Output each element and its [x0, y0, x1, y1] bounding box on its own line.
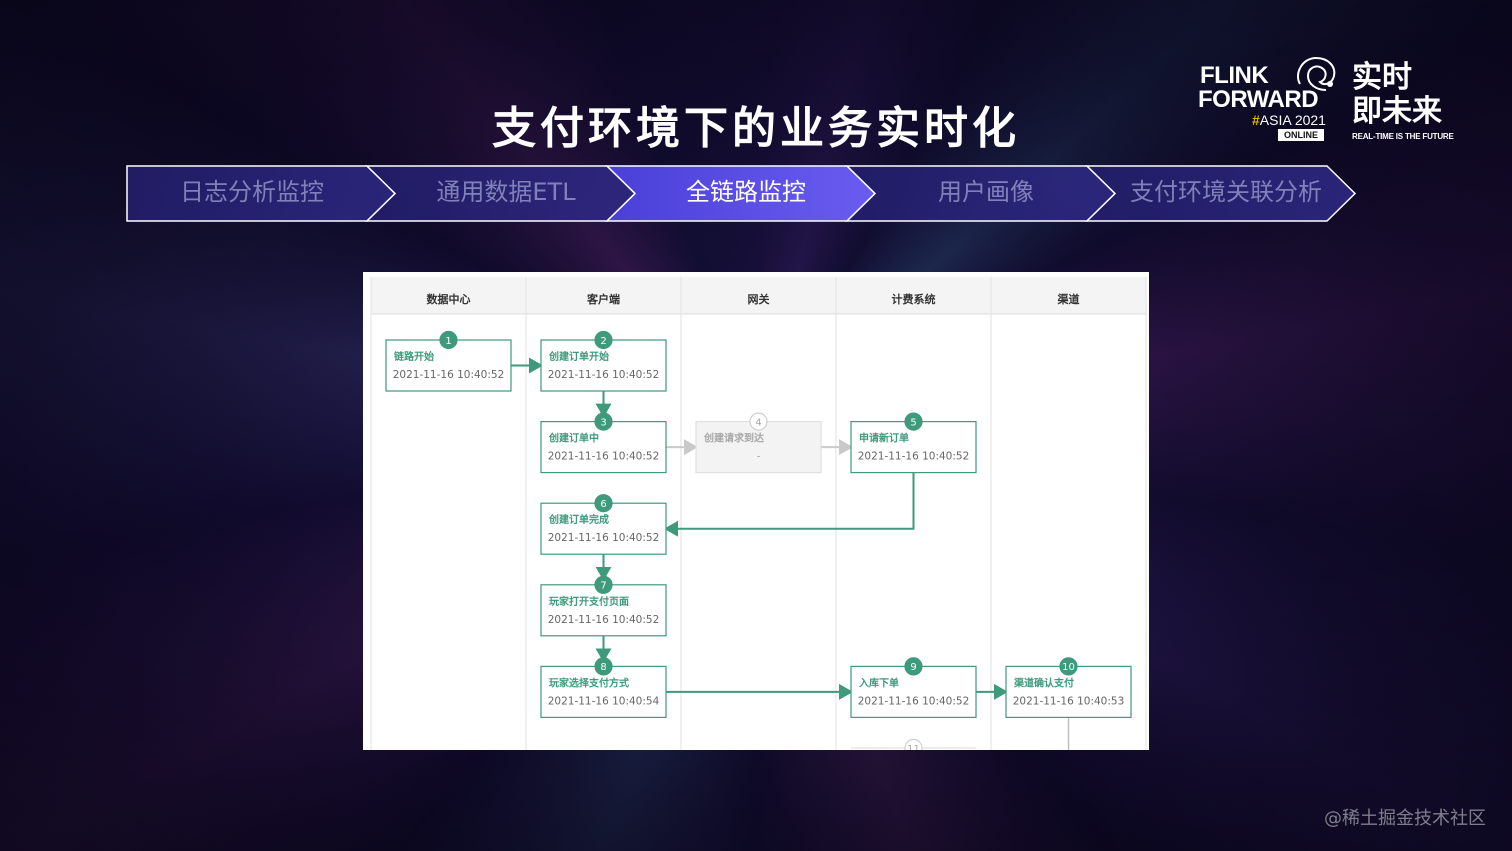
logo-flink: FLINK	[1200, 62, 1269, 89]
trace-node-4[interactable]: 创建请求到达 - 4	[695, 412, 822, 474]
logo-hash: #	[1252, 112, 1260, 128]
trace-node-badge	[594, 575, 613, 594]
trace-node-badge	[904, 657, 923, 676]
logo-tagline: REAL-TIME IS THE FUTURE	[1352, 132, 1454, 141]
trace-node-11[interactable]: 11	[851, 738, 976, 751]
trace-node-badge	[594, 494, 613, 513]
trace-node-10[interactable]: 渠道确认支付 2021-11-16 10:40:53 10	[1005, 657, 1132, 718]
step-label-2[interactable]: 通用数据ETL	[436, 178, 576, 206]
swimlane-header-2: 客户端	[586, 292, 620, 306]
trace-node-number: 1	[445, 336, 451, 347]
trace-node-number: 3	[600, 417, 606, 428]
step-label-4[interactable]: 用户画像	[938, 178, 1034, 206]
trace-node-time: 2021-11-16 10:40:52	[858, 451, 970, 463]
trace-node-title: 创建订单完成	[548, 513, 609, 526]
trace-node-number: 11	[907, 744, 920, 750]
trace-node-8[interactable]: 玩家选择支付方式 2021-11-16 10:40:54 8	[540, 657, 667, 718]
trace-node-7[interactable]: 玩家打开支付页面 2021-11-16 10:40:52 7	[540, 575, 667, 637]
trace-node-badge	[594, 412, 613, 431]
logo-asia: #ASIA 2021	[1252, 112, 1326, 128]
trace-node-number: 9	[910, 662, 916, 673]
trace-node-number: 10	[1062, 662, 1075, 673]
trace-node-time: 2021-11-16 10:40:52	[393, 369, 505, 381]
trace-node-title: 链路开始	[393, 350, 434, 363]
logo-slogan-line2: 即未来	[1352, 94, 1442, 129]
trace-node-title: 渠道确认支付	[1013, 676, 1074, 689]
trace-node-time: 2021-11-16 10:40:54	[548, 695, 660, 707]
swimlane-header-1: 数据中心	[427, 292, 471, 306]
step-label-3[interactable]: 全链路监控	[686, 178, 806, 206]
logo-slogan-line1: 实时	[1352, 60, 1412, 95]
trace-node-badge	[904, 412, 923, 431]
logo-forward: FORWARD	[1198, 86, 1319, 113]
trace-node-2[interactable]: 创建订单开始 2021-11-16 10:40:52 2	[540, 330, 667, 392]
step-label-1[interactable]: 日志分析监控	[180, 178, 324, 206]
step-chevron-5[interactable]	[1085, 165, 1357, 222]
trace-node-number: 6	[600, 499, 606, 510]
trace-node-title: 创建订单中	[548, 432, 599, 445]
trace-node-number: 5	[910, 417, 916, 428]
trace-node-badge	[749, 412, 768, 431]
trace-node-badge	[904, 738, 923, 750]
trace-node-time: 2021-11-16 10:40:52	[548, 614, 660, 626]
trace-node-number: 8	[600, 662, 606, 673]
edge-5-6	[664, 472, 915, 537]
trace-node-title: 创建请求到达	[703, 432, 764, 445]
trace-node-time: 2021-11-16 10:40:52	[858, 695, 970, 707]
trace-node-title: 玩家打开支付页面	[549, 595, 629, 608]
trace-node-badge	[439, 330, 458, 350]
trace-node-time: 2021-11-16 10:40:52	[548, 451, 660, 463]
trace-node-time: 2021-11-16 10:40:52	[548, 532, 660, 544]
swimlane-header	[371, 277, 1146, 314]
trace-node-number: 2	[600, 336, 606, 347]
trace-node-9[interactable]: 入库下单 2021-11-16 10:40:52 9	[850, 657, 977, 718]
trace-node-title: 入库下单	[859, 676, 899, 689]
process-steps-bar	[126, 165, 1357, 222]
trace-node-3[interactable]: 创建订单中 2021-11-16 10:40:52 3	[540, 412, 667, 474]
trace-node-badge	[1059, 657, 1078, 676]
swimlane-header-4: 计费系统	[892, 292, 936, 306]
step-label-5[interactable]: 支付环境关联分析	[1130, 178, 1322, 206]
squirrel-icon	[1297, 56, 1336, 91]
trace-node-time: -	[757, 451, 761, 463]
page-title: 支付环境下的业务实时化	[492, 103, 1020, 154]
trace-node-number: 7	[600, 581, 606, 592]
trace-node-6[interactable]: 创建订单完成 2021-11-16 10:40:52 6	[540, 494, 667, 555]
trace-node-time: 2021-11-16 10:40:53	[1013, 695, 1125, 707]
trace-node-5[interactable]: 申请新订单 2021-11-16 10:40:52 5	[850, 412, 977, 474]
trace-node-title: 创建订单开始	[548, 350, 609, 363]
trace-node-1[interactable]: 链路开始 2021-11-16 10:40:52 1	[385, 330, 512, 392]
trace-node-title: 玩家选择支付方式	[549, 676, 629, 689]
trace-node-number: 4	[755, 417, 761, 428]
swimlane-header-3: 网关	[748, 292, 770, 306]
flink-forward-logo: FLINK FORWARD #ASIA 2021 ONLINE 实时 即未来 R…	[1196, 54, 1456, 149]
logo-asia-text: ASIA 2021	[1259, 112, 1326, 128]
logo-online-badge: ONLINE	[1278, 129, 1325, 141]
trace-diagram-panel: 数据中心 客户端 网关 计费系统 渠道链路开始 2021-11-16 10:40:52 1 创…	[363, 272, 1149, 750]
trace-node-badge	[594, 330, 613, 350]
trace-node-title: 申请新订单	[859, 432, 909, 445]
trace-node-time: 2021-11-16 10:40:52	[548, 369, 660, 381]
watermark: @稀土掘金技术社区	[1324, 808, 1486, 829]
swimlane-header-5: 渠道	[1058, 292, 1080, 306]
trace-node-badge	[594, 657, 613, 676]
